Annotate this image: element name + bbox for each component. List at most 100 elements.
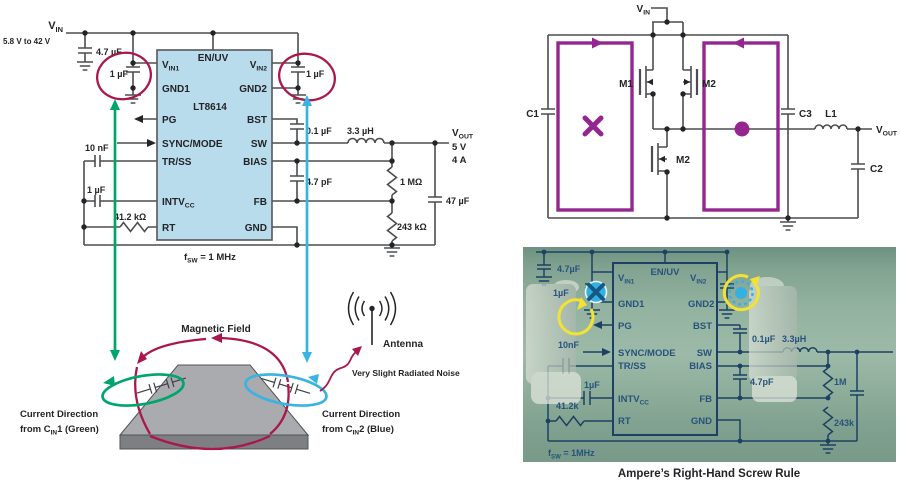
vin-range-label: 5.8 V to 42 V [3,37,51,46]
ic-pin-gnd1: GND1 [162,84,190,95]
magnetic-field-loop [134,333,290,451]
ic-pin-vin2: VIN2 [250,60,267,73]
resistor-rt-icon [119,221,149,233]
photo-pin-trss: TR/SS [618,361,646,372]
photo-pin-pg: PG [618,321,632,332]
ic-pin-gnd2: GND2 [239,84,267,95]
ic-pin-enuv: EN/UV [198,53,229,64]
loop-vin-label: VIN [637,4,651,17]
board-caps-right-icon [260,377,311,395]
ic-pin-vin1: VIN1 [162,60,179,73]
photo-caption: Ampere’s Right-Hand Screw Rule [618,468,800,480]
photo-pin-vin2: VIN2 [690,273,707,285]
cap-cin1-label: 1 µF [110,69,129,79]
photo-background [523,247,896,462]
cap-1uf-label: 1 µF [87,185,106,195]
radiated-noise-label: Very Slight Radiated Noise [352,368,460,378]
ic-pin-syncmode: SYNC/MODE [162,139,223,150]
mosfet-arrow-icon [684,78,690,86]
photo-pin-rt: RT [618,416,631,427]
resistor-243k-icon [822,406,834,436]
loop-vout-label: VOUT [876,125,898,138]
ic-pin-bias: BIAS [243,157,267,168]
mosfet-gates [638,69,699,172]
photo-pin-bst: BST [693,321,712,332]
c1-label: C1 [526,109,539,120]
inductor-l1-icon [814,124,848,130]
resistor-rt-icon [555,415,585,427]
screw-rule-marker-right [722,274,760,312]
capacitor-plates [78,47,442,207]
photo-component-labels: 4.7µF 1µF 10nF 1µF 41.2k 0.1µF 3.3µH 4.7… [548,264,855,460]
current-arrow-blue [302,95,312,363]
inductor-icon [347,137,385,144]
antenna-label: Antenna [383,339,423,350]
flux-dashed-ring-icon [728,280,754,306]
photo-res-1m-label: 1M [834,377,847,387]
ceramic-capacitor-3d-right [749,277,797,402]
lt8614-schematic: VIN1 EN/UV VIN2 GND1 GND2 LT8614 PG BST … [3,20,474,363]
ic-pin-bst: BST [247,115,267,126]
radiated-noise-arrow [319,346,362,392]
resistor-1m-icon [822,367,834,397]
hot-loop-left-arrow [592,37,603,49]
cap-bst-label: 0.1 µF [306,126,332,136]
ground-icon [383,247,401,257]
cap-bulk-label: 4.7 µF [96,47,122,57]
photo-pin-sw: SW [697,348,712,359]
m2-bottom-label: M2 [676,155,690,166]
mosfet-arrow-icon [659,155,665,163]
flux-x-icon [587,283,605,301]
cap-10nf-label: 10 nF [85,143,109,153]
photo-pin-gnd1: GND1 [618,299,645,310]
junction-dots [81,30,438,248]
l1-label: L1 [825,109,837,120]
loop-wires [541,7,872,231]
sync-arrow-icon [147,139,156,147]
capacitor-plates [541,108,865,170]
photo-inductor-label: 3.3µH [782,334,806,344]
board-illustration: Magnetic Field Antenna Very Slight Radia… [20,291,460,451]
cap-out-label: 47 µF [446,196,470,206]
pcb-photo: VIN1 EN/UV VIN2 GND1 GND2 PG BST SYNC/MO… [523,247,896,480]
photo-pin-fb: FB [699,394,712,405]
res-243k-label: 243 kΩ [397,222,427,232]
photo-pin-vin1: VIN1 [618,273,635,285]
photo-cap-ff-label: 4.7pF [750,377,774,387]
current-direction-green-label-line1: Current Direction [20,409,98,420]
current-direction-green-label-line2: from CIN1 (Green) [20,424,99,437]
current-loop-green-arrow [103,376,115,386]
ground-icon [779,221,797,231]
current-loop-green [101,373,185,407]
c3-label: C3 [799,109,812,120]
ic-pin-intvcc: INTVCC [162,197,195,210]
vin-label: VIN [48,20,63,34]
antenna-icon [347,291,397,345]
mosfet-arrow-icon [647,78,653,86]
current-loop-blue-arrow [308,374,319,384]
photo-pin-intvcc: INTVCC [618,394,649,406]
ic-pin-sw: SW [251,139,268,150]
pg-arrow-icon [593,321,602,329]
junction-dots [650,19,861,221]
flux-into-page-icon [582,115,604,137]
sync-arrow-icon [602,348,611,356]
pg-arrow-icon [134,115,143,123]
photo-pin-bias: BIAS [689,361,712,372]
m1-label: M1 [619,79,633,90]
photo-cap-bst-label: 0.1µF [752,334,776,344]
ground-icon [76,61,94,71]
m2-top-label: M2 [702,79,716,90]
ic-pin-pg: PG [162,115,177,126]
ic-pin-trss: TR/SS [162,157,192,168]
hot-loop-right-arrow [733,37,744,49]
photo-pin-gnd: GND [691,416,712,427]
loop-labels: VIN C1 M1 M2 M2 C3 L1 C2 VOUT [526,4,898,175]
resistor-1m-icon [386,166,398,196]
photo-cap-1uf-label: 1µF [584,380,600,390]
photo-pin-syncmode: SYNC/MODE [618,348,676,359]
photo-pin-enuv: EN/UV [650,267,680,278]
ceramic-capacitor-3d-left [526,280,581,404]
flux-out-of-page-icon [734,121,750,137]
